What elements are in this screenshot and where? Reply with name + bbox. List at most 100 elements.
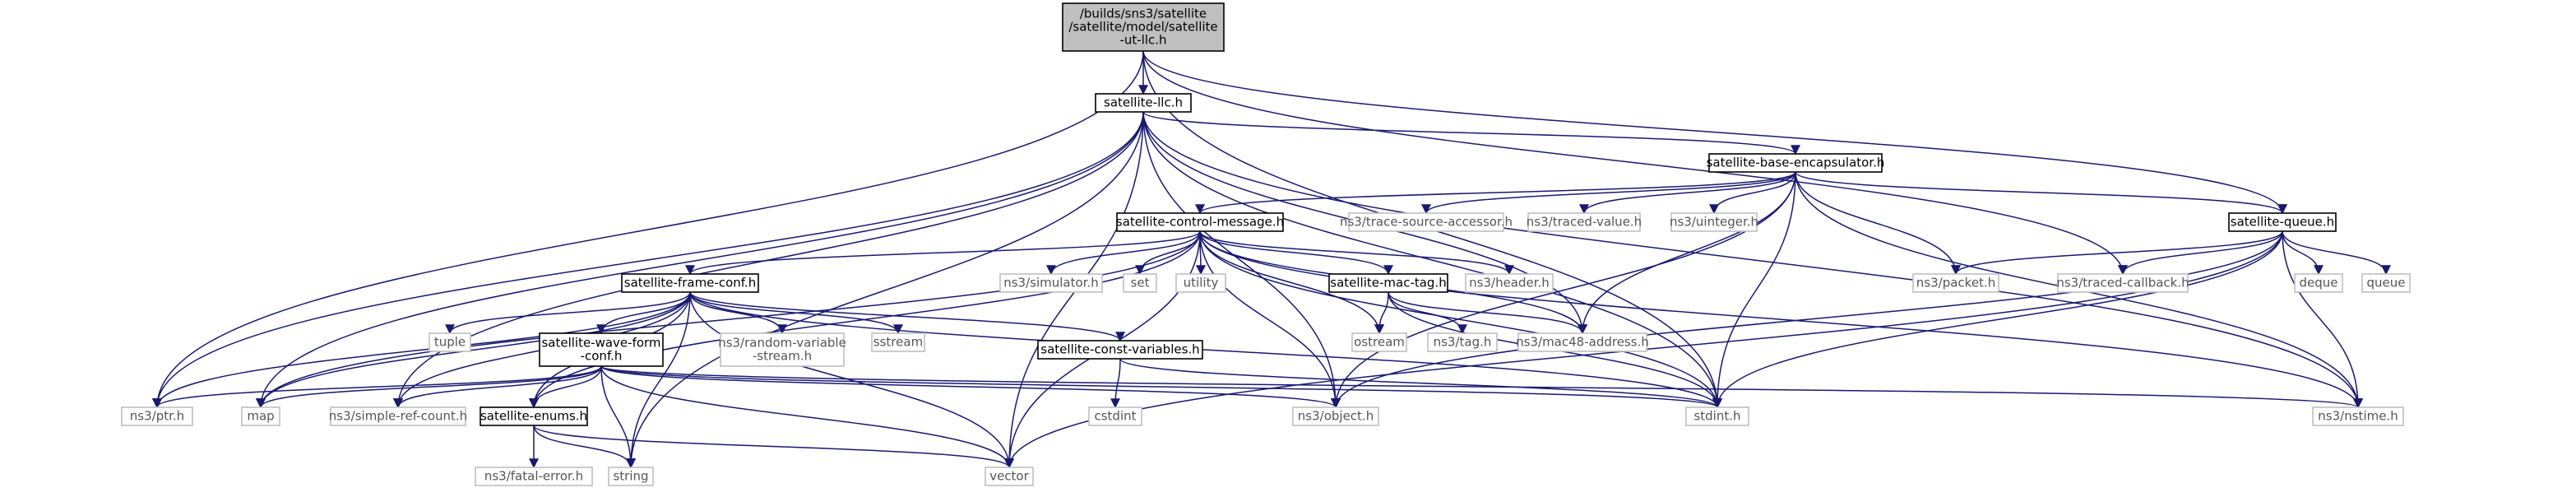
- node-label: set: [1131, 275, 1150, 290]
- edge-const-vars-to-cstdint: [1110, 358, 1121, 409]
- edge-base-encap-to-queue: [1795, 171, 2287, 215]
- node-string[interactable]: string: [608, 467, 654, 486]
- node-utility[interactable]: utility: [1175, 273, 1226, 293]
- edge-control-msg-to-simulator: [1046, 230, 1201, 276]
- edge-path: [1331, 230, 2283, 409]
- node-box: [1708, 153, 1883, 173]
- node-base-encap[interactable]: satellite-base-encapsulator.h: [1707, 153, 1885, 173]
- node-mac-tag[interactable]: satellite-mac-tag.h: [1328, 273, 1448, 293]
- node-box: [1116, 212, 1284, 232]
- edge-path: [529, 365, 602, 409]
- node-label: -stream.h: [753, 348, 812, 363]
- edge-control-msg-to-map: [256, 230, 1201, 409]
- node-llc[interactable]: satellite-llc.h: [1095, 93, 1192, 113]
- node-queue-std[interactable]: queue: [2361, 273, 2411, 293]
- edge-frame-conf-to-tuple: [445, 291, 691, 335]
- node-label: ns3/ptr.h: [130, 408, 184, 423]
- edge-queue-to-deque: [2282, 230, 2323, 276]
- node-ptr[interactable]: ns3/ptr.h: [121, 406, 193, 426]
- node-tuple[interactable]: tuple: [429, 332, 471, 352]
- node-box: [608, 467, 654, 486]
- node-fatal-error[interactable]: ns3/fatal-error.h: [475, 467, 593, 486]
- node-control-msg[interactable]: satellite-control-message.h: [1116, 212, 1284, 232]
- edge-base-encap-to-packet: [1795, 171, 1961, 276]
- node-box: [720, 332, 845, 367]
- node-uinteger[interactable]: ns3/uinteger.h: [1670, 212, 1758, 232]
- edge-wave-form-to-map: [256, 365, 602, 409]
- node-sstream[interactable]: sstream: [871, 332, 925, 352]
- node-label: ns3/trace-source-accessor.h: [1340, 214, 1513, 229]
- node-nstime[interactable]: ns3/nstime.h: [2312, 406, 2404, 426]
- node-set[interactable]: set: [1123, 273, 1157, 293]
- node-label: utility: [1184, 275, 1219, 290]
- edge-queue-to-packet: [1951, 230, 2283, 276]
- node-simulator[interactable]: ns3/simulator.h: [999, 273, 1103, 293]
- node-label: satellite-frame-conf.h: [624, 275, 756, 290]
- node-box: [2294, 273, 2343, 293]
- node-box: [1351, 332, 1407, 352]
- edge-control-msg-to-frame-conf: [685, 230, 1201, 276]
- edge-control-msg-to-mac-tag: [1199, 230, 1393, 276]
- node-box: [2057, 273, 2189, 293]
- node-box: [2312, 406, 2404, 426]
- edge-const-vars-to-stdint: [1119, 358, 1722, 409]
- node-tag[interactable]: ns3/tag.h: [1427, 332, 1498, 352]
- node-queue[interactable]: satellite-queue.h: [2228, 212, 2337, 232]
- node-traced-callback[interactable]: ns3/traced-callback.h: [2056, 273, 2189, 293]
- edge-mac-tag-to-tag: [1388, 291, 1467, 335]
- node-mac48[interactable]: ns3/mac48-address.h: [1516, 332, 1649, 352]
- edge-control-msg-to-nstime: [1199, 230, 2363, 409]
- node-ostream[interactable]: ostream: [1351, 332, 1407, 352]
- node-map[interactable]: map: [241, 406, 280, 426]
- node-box: [1292, 406, 1379, 426]
- edge-queue-to-traced-callback: [2118, 230, 2283, 276]
- node-frame-conf[interactable]: satellite-frame-conf.h: [621, 273, 759, 293]
- node-wave-form[interactable]: satellite-wave-form-conf.h: [539, 332, 664, 367]
- edge-frame-conf-to-map: [256, 291, 691, 409]
- node-enums[interactable]: satellite-enums.h: [480, 406, 588, 426]
- edge-path: [1199, 230, 1393, 276]
- edge-path: [1388, 291, 1587, 335]
- edge-path: [1199, 230, 1384, 335]
- node-label: ns3/traced-callback.h: [2056, 275, 2189, 290]
- node-simple-ref[interactable]: ns3/simple-ref-count.h: [329, 406, 467, 426]
- edge-base-encap-to-trace-source: [1421, 171, 1796, 215]
- node-deque[interactable]: deque: [2294, 273, 2343, 293]
- node-label: satellite-llc.h: [1104, 95, 1183, 109]
- edge-path: [1388, 291, 1467, 335]
- node-label: ns3/fatal-error.h: [484, 468, 583, 483]
- edge-path: [1199, 230, 1514, 276]
- edge-path: [685, 230, 1201, 276]
- edge-path: [1142, 50, 2287, 215]
- edge-path: [256, 365, 602, 409]
- edge-path: [152, 111, 1144, 409]
- node-header[interactable]: ns3/header.h: [1465, 273, 1554, 293]
- node-box: [241, 406, 280, 426]
- edge-wave-form-to-object: [600, 365, 1341, 409]
- node-box: [1527, 212, 1641, 232]
- node-label: satellite-base-encapsulator.h: [1707, 155, 1885, 170]
- edge-path: [445, 291, 691, 335]
- node-stdint[interactable]: stdint.h: [1685, 406, 1749, 426]
- node-label: satellite-control-message.h: [1116, 214, 1284, 229]
- edge-path: [2282, 230, 2323, 276]
- edge-path: [626, 111, 1144, 469]
- edge-layer: [152, 50, 2391, 469]
- node-object[interactable]: ns3/object.h: [1292, 406, 1379, 426]
- node-const-vars[interactable]: satellite-const-variables.h: [1037, 340, 1203, 360]
- node-box: [1123, 273, 1157, 293]
- node-box: [1670, 212, 1758, 232]
- edge-wave-form-to-string: [600, 365, 636, 469]
- node-label: ns3/header.h: [1469, 275, 1550, 290]
- node-random-var[interactable]: ns3/random-variable-stream.h: [718, 332, 846, 367]
- node-traced-value[interactable]: ns3/traced-value.h: [1527, 212, 1642, 232]
- node-cstdint[interactable]: cstdint: [1088, 406, 1142, 426]
- node-trace-source[interactable]: ns3/trace-source-accessor.h: [1340, 212, 1513, 232]
- node-label: ns3/simulator.h: [1003, 275, 1099, 290]
- node-label: string: [613, 468, 648, 483]
- node-vector[interactable]: vector: [985, 467, 1034, 486]
- edge-control-msg-to-stdint: [1199, 230, 1722, 409]
- node-packet[interactable]: ns3/packet.h: [1912, 273, 1999, 293]
- edge-wave-form-to-ptr: [152, 365, 602, 409]
- edge-base-encap-to-object: [1331, 171, 1796, 409]
